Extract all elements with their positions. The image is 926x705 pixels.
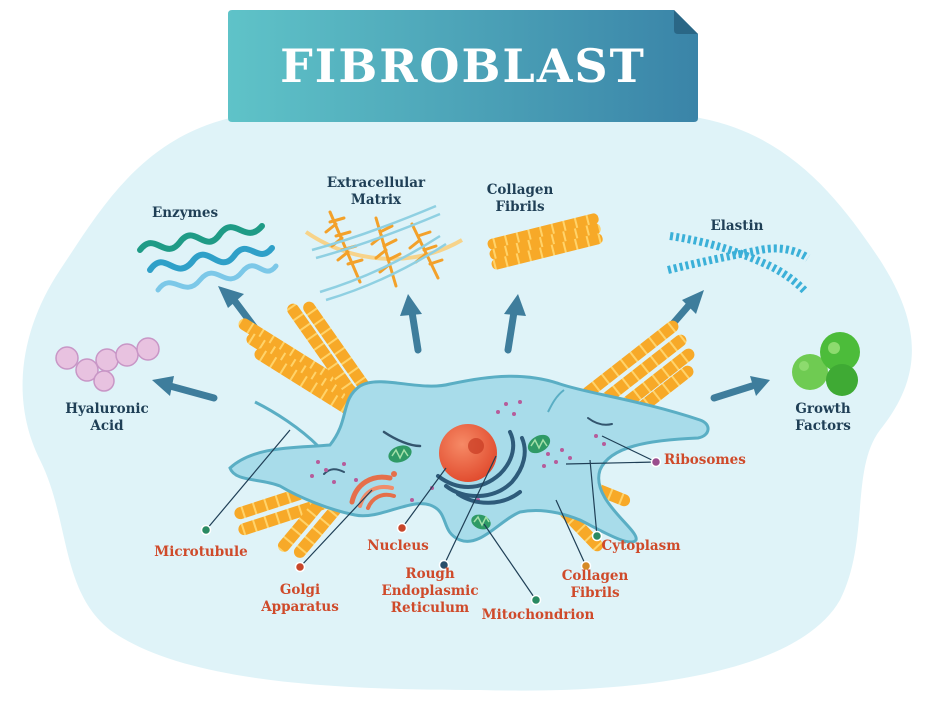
label-growth-line2: Factors [795,418,851,434]
label-ecm-line1: Extracellular [326,175,426,191]
label-golgi-line1: Golgi [279,582,321,598]
label-collagen-fibrils-bottom: Collagen Fibrils [550,568,640,602]
label-rer-line1: Rough [405,566,455,582]
label-collagen-top-line2: Fibrils [495,199,545,215]
label-nucleus-text: Nucleus [367,538,429,554]
label-cytoplasm-text: Cytoplasm [601,538,681,554]
label-ribosomes-text: Ribosomes [664,452,746,468]
collagen-fibrils-icon [487,213,603,270]
label-nucleus: Nucleus [358,538,438,555]
title-banner [228,10,698,122]
label-growth-factors: Growth Factors [770,401,876,435]
label-rough-er: Rough Endoplasmic Reticulum [372,566,488,617]
leader-lines [205,429,657,601]
leader-dots [200,456,662,606]
label-mitochondrion: Mitochondrion [476,607,600,624]
label-cytoplasm: Cytoplasm [596,538,686,555]
label-collagen-top-line1: Collagen [486,182,554,198]
label-ribosomes: Ribosomes [664,452,764,469]
collagen-bundle-top-left [238,301,384,434]
label-elastin-text: Elastin [710,218,764,234]
label-rer-line3: Reticulum [390,600,470,616]
label-microtubule-text: Microtubule [154,544,248,560]
label-collagen-bottom-line1: Collagen [561,568,629,584]
label-enzymes-text: Enzymes [151,205,219,221]
label-golgi-apparatus: Golgi Apparatus [250,582,350,616]
label-enzymes: Enzymes [140,205,230,222]
extracellular-matrix-icon [304,204,463,302]
label-golgi-line2: Apparatus [261,599,339,615]
label-hyaluronic-line2: Acid [90,418,124,434]
label-ecm-line2: Matrix [350,192,402,208]
elastin-icon [667,232,811,295]
label-growth-line1: Growth [795,401,851,417]
label-collagen-bottom-line2: Fibrils [570,585,620,601]
label-rer-line2: Endoplasmic [381,583,479,599]
hyaluronic-acid-icon [55,337,160,392]
label-extracellular-matrix: Extracellular Matrix [316,175,436,209]
growth-factors-icon [792,332,860,396]
nucleus [439,424,497,482]
label-elastin: Elastin [692,218,782,235]
label-hyaluronic-acid: Hyaluronic Acid [52,401,162,435]
mitochondria [388,434,551,530]
golgi-apparatus [349,471,397,510]
arrows [152,286,770,402]
enzymes-icon [137,223,279,293]
label-microtubule: Microtubule [146,544,256,561]
page-title: FIBROBLAST [280,39,646,93]
label-collagen-fibrils-top: Collagen Fibrils [470,182,570,216]
label-hyaluronic-line1: Hyaluronic [65,401,149,417]
label-mitochondrion-text: Mitochondrion [481,607,595,623]
rough-endoplasmic-reticulum [436,430,527,505]
